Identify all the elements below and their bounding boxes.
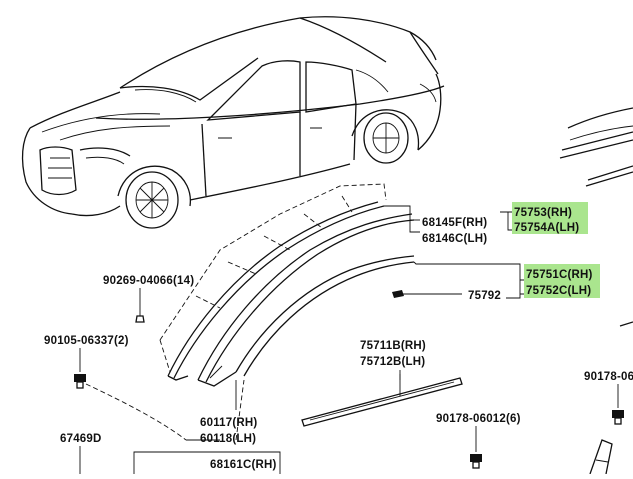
roof-drip-moulding-68145 <box>167 201 385 381</box>
label-90269[interactable]: 90269-04066(14) <box>103 275 194 287</box>
dashed-clip-guides <box>159 183 387 373</box>
belt-moulding-75751 <box>235 255 415 441</box>
highlight-75751 <box>524 264 600 298</box>
callout-labels: 90269-04066(14) 90105-06337(2) 67469D 68… <box>44 207 633 471</box>
label-68146[interactable]: 68146C(LH) <box>422 233 487 245</box>
fastener-90269 <box>135 288 145 323</box>
car-illustration <box>21 16 445 229</box>
fastener-90105 <box>74 348 187 441</box>
label-68145[interactable]: 68145F(RH) <box>422 217 487 229</box>
right-partial-parts <box>559 107 633 475</box>
window-frame-moulding-75753 <box>197 213 415 387</box>
label-75711[interactable]: 75711B(RH) <box>360 340 426 352</box>
label-67469[interactable]: 67469D <box>60 433 101 445</box>
label-75752[interactable]: 75752C(LH) <box>526 285 591 297</box>
label-75754[interactable]: 75754A(LH) <box>514 222 579 234</box>
label-75712[interactable]: 75712B(LH) <box>360 356 425 368</box>
label-60117[interactable]: 60117(RH) <box>200 417 257 429</box>
label-90178-left[interactable]: 90178-06012(6) <box>436 413 521 425</box>
fastener-90178-right <box>612 384 624 425</box>
label-75751[interactable]: 75751C(RH) <box>526 269 593 281</box>
label-75753[interactable]: 75753(RH) <box>514 207 572 219</box>
leader-lines <box>133 205 524 474</box>
label-60118[interactable]: 60118(LH) <box>200 433 256 445</box>
highlight-75753 <box>512 202 588 234</box>
label-90105[interactable]: 90105-06337(2) <box>44 335 129 347</box>
label-90178-right[interactable]: 90178-06 <box>584 371 633 383</box>
fastener-90178-left <box>470 426 482 469</box>
highlight-boxes <box>512 202 600 298</box>
label-68161[interactable]: 68161C(RH) <box>210 459 277 471</box>
label-75792[interactable]: 75792 <box>468 290 501 302</box>
clip-75792 <box>392 290 462 298</box>
